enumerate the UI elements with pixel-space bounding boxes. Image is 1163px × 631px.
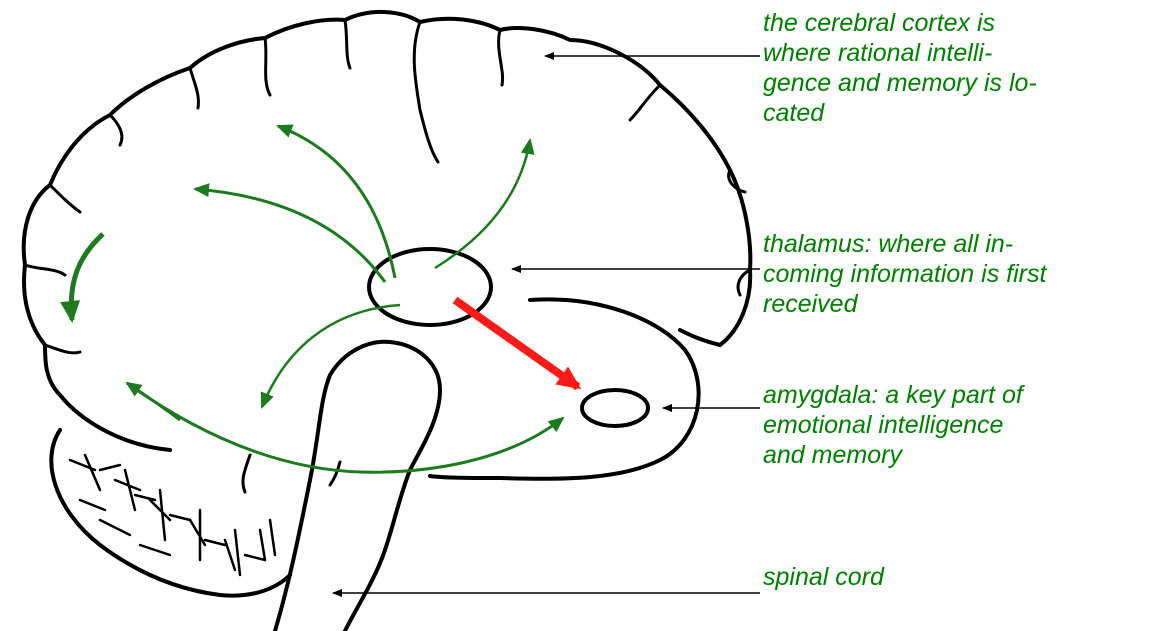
cortex-fold bbox=[45, 345, 80, 353]
cortex-label: the cerebral cortex is where rational in… bbox=[763, 8, 1037, 128]
amygdala-label-line: emotional intelligence bbox=[763, 410, 1023, 440]
cortex-fold bbox=[330, 462, 340, 485]
spinal-cord-label-line: spinal cord bbox=[763, 562, 884, 592]
amygdala-label-line: amygdala: a key part of bbox=[763, 380, 1023, 410]
cortex-fold bbox=[50, 185, 80, 212]
amygdala-label-line: and memory bbox=[763, 440, 1023, 470]
cerebellum-outline bbox=[51, 430, 290, 596]
cortex-fold bbox=[265, 38, 270, 95]
temporal-outline bbox=[430, 299, 699, 478]
pathway-arrow bbox=[262, 305, 400, 407]
thalamus-label: thalamus: where all in- coming informati… bbox=[763, 229, 1046, 319]
thalamus-label-line: thalamus: where all in- bbox=[763, 229, 1046, 259]
cortex-fold bbox=[110, 115, 122, 145]
cortex-label-line: gence and memory is lo- bbox=[763, 68, 1037, 98]
amygdala bbox=[582, 390, 648, 426]
temporal-inner-line bbox=[680, 330, 720, 345]
cortex-fold bbox=[345, 20, 350, 68]
cortex-fold bbox=[190, 68, 198, 108]
cortex-label-line: cated bbox=[763, 98, 1037, 128]
cortex-fold bbox=[414, 22, 438, 162]
cortex-fold bbox=[630, 85, 660, 120]
emotional-shortcut-arrow bbox=[455, 300, 578, 387]
thalamus-label-line: received bbox=[763, 289, 1046, 319]
pathway-arrow bbox=[278, 126, 395, 278]
pathway-arrow bbox=[195, 189, 385, 282]
cortex-label-line: where rational intelli- bbox=[763, 38, 1037, 68]
pathway-arrow bbox=[71, 234, 103, 320]
spinal-cord-label: spinal cord bbox=[763, 562, 884, 592]
cortex-fold bbox=[25, 265, 65, 275]
pathway-arrow bbox=[127, 383, 563, 472]
thalamus-label-line: coming information is first bbox=[763, 259, 1046, 289]
cortex-label-line: the cerebral cortex is bbox=[763, 8, 1037, 38]
cortex-outline bbox=[24, 12, 751, 450]
pathway-arrow-reverse-head bbox=[127, 383, 180, 420]
cortex-fold bbox=[243, 455, 250, 492]
cortex-fold bbox=[499, 30, 503, 85]
amygdala-label: amygdala: a key part of emotional intell… bbox=[763, 380, 1023, 470]
brainstem-outline bbox=[275, 342, 440, 631]
